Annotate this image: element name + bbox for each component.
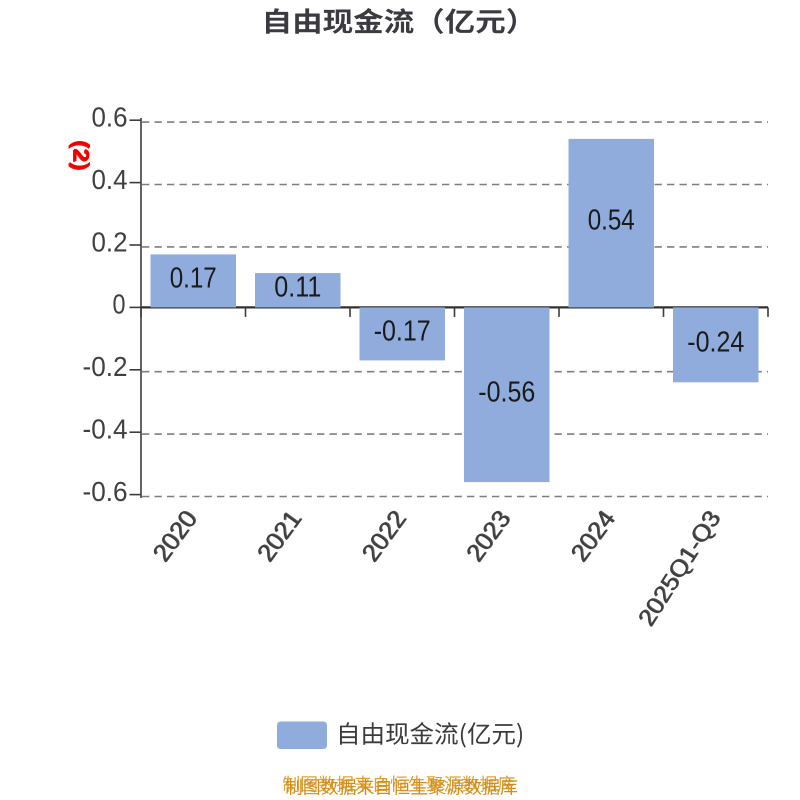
svg-text:0.4: 0.4 [92,164,128,195]
svg-text:0.11: 0.11 [274,272,321,304]
svg-text:2021: 2021 [253,505,308,566]
svg-text:2023: 2023 [462,505,517,566]
svg-text:0.6: 0.6 [92,102,128,133]
svg-text:(2): (2) [69,140,94,171]
svg-text:(2): (2) [68,141,93,172]
svg-text:-0.24: -0.24 [687,326,744,358]
svg-text:-0.2: -0.2 [83,351,128,382]
svg-text:-0.4: -0.4 [83,414,128,445]
svg-text:0.17: 0.17 [170,262,217,294]
svg-text:0.2: 0.2 [92,226,128,257]
svg-text:0: 0 [113,289,126,320]
svg-text:-0.17: -0.17 [374,315,431,347]
svg-text:0.54: 0.54 [588,205,635,237]
svg-text:2024: 2024 [566,505,621,567]
svg-text:-0.6: -0.6 [83,476,128,507]
svg-text:2022: 2022 [357,505,412,566]
svg-text:2025Q1-Q3: 2025Q1-Q3 [634,506,727,631]
svg-text:2020: 2020 [148,505,203,566]
svg-text:-0.56: -0.56 [478,376,535,408]
